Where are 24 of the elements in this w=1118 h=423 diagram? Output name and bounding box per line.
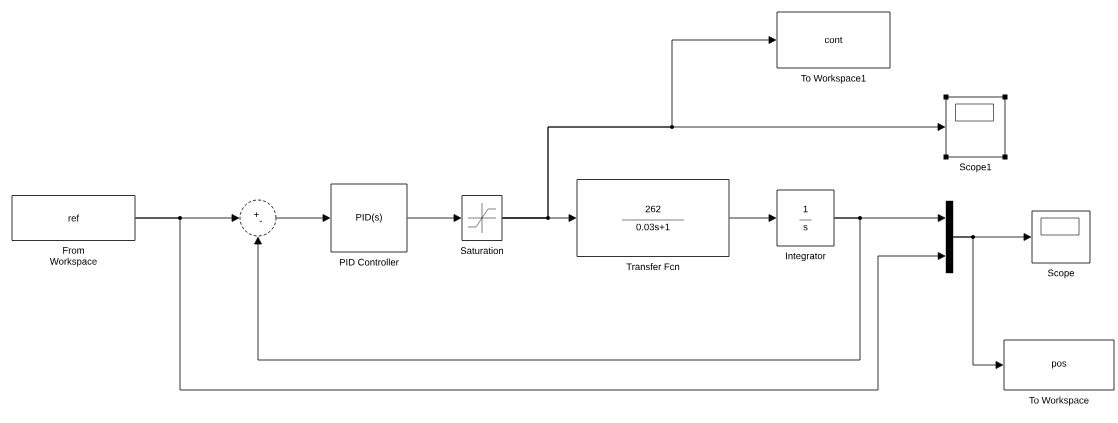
transfer-block: 262 0.03s+1 bbox=[576, 179, 730, 257]
block-label: Scope1 bbox=[959, 163, 992, 173]
signal-arrow bbox=[276, 214, 331, 222]
block-label: Scope bbox=[1048, 269, 1075, 279]
signal-arrow bbox=[502, 123, 946, 219]
block-label: Saturation bbox=[460, 247, 504, 255]
transfer-block: 1 s bbox=[776, 189, 835, 247]
block-label: Integrator bbox=[786, 252, 826, 262]
signal-arrow bbox=[952, 236, 1004, 369]
scope-block bbox=[1031, 210, 1091, 264]
block-box: pos bbox=[1003, 339, 1115, 391]
signal-arrow bbox=[407, 214, 462, 222]
block-label: Transfer Fcn bbox=[626, 263, 680, 271]
saturation-block bbox=[461, 195, 503, 241]
block-box: ref bbox=[11, 195, 136, 241]
block-label: To Workspace1 bbox=[801, 74, 866, 84]
block-box: cont bbox=[776, 11, 891, 69]
block-label: From Workspace bbox=[49, 247, 97, 267]
block-label: PID Controller bbox=[339, 258, 399, 266]
block-box: PID(s) bbox=[330, 183, 408, 253]
signal-arrow bbox=[729, 214, 777, 222]
block-label: To Workspace bbox=[1029, 396, 1089, 406]
signal-arrow bbox=[254, 217, 861, 361]
signal-arrow bbox=[135, 217, 946, 391]
